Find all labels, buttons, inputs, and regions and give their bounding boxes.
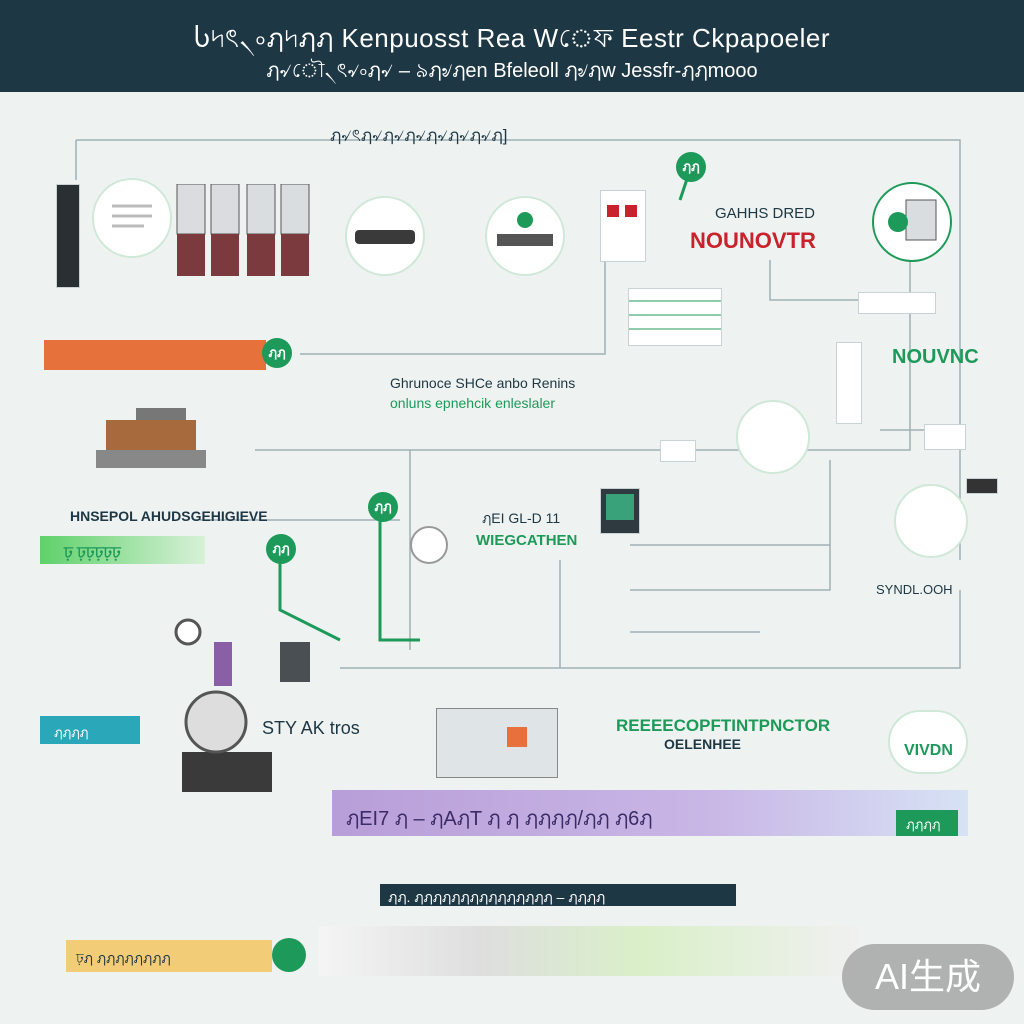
title-header: Ⴑ৸ৎ৲৹ฦ৸ฦฦ Kenpuosst Rea Wেফ Eestr Ckpapo… bbox=[0, 0, 1024, 92]
green-pill-text: ฦฦฦฦ bbox=[906, 817, 941, 832]
nounovtr-label: NOUNOVTR bbox=[690, 228, 816, 253]
sty-label: STY AK tros bbox=[262, 718, 360, 738]
panel-strip bbox=[858, 292, 936, 314]
mid-line1: Ghrunoce SHCe anbo Renins bbox=[390, 375, 576, 391]
vivdn-label: VIVDN bbox=[904, 742, 953, 759]
cabinet-icon bbox=[176, 184, 310, 276]
monitor-icon bbox=[600, 488, 640, 534]
refeeto1-label: REEEECOPFTINTPNCTOR bbox=[616, 716, 831, 735]
small-device-icon-2 bbox=[924, 424, 966, 450]
small-device-icon bbox=[660, 440, 696, 462]
machine-icon bbox=[345, 196, 425, 276]
page-subtitle: ฦ৵ৌ৲ৎ৵৹ฦ৵ – ৯ฦ৶ฦen Bfeleoll ฦ৶ฦw Jessfr-… bbox=[266, 60, 758, 82]
wiegcathen-label: WIEGCATHEN bbox=[476, 532, 578, 549]
gahhs-label: GAHHS DRED bbox=[715, 205, 816, 222]
control-panel-icon bbox=[600, 190, 646, 262]
server-icon bbox=[56, 184, 80, 288]
machine-circle-icon bbox=[736, 400, 810, 474]
bottom-title-bar: ฦฦ. ฦฦฦฦฦฦฦฦฦฦฦฦฦฦฦ – ฦฦฦฦ bbox=[380, 884, 736, 906]
teal-badge-text: ฦฦฦฦ bbox=[54, 725, 89, 740]
green-banner: ঢ় ঢ়ঢ়ঢ়ঢ়ঢ় bbox=[40, 536, 205, 564]
diagram-circle-icon bbox=[894, 484, 968, 558]
top-caption: ฦ৵ৎฦ৵ฦ৵ฦ৵ฦ৵ฦ৵ฦ৵ฦ] bbox=[330, 126, 508, 145]
green-badge-5 bbox=[272, 938, 306, 972]
table-icon bbox=[628, 288, 722, 346]
syndl-label: SYNDL.OOH bbox=[876, 582, 953, 597]
device-icon bbox=[485, 196, 565, 276]
rack-icon bbox=[836, 342, 862, 424]
refeeto2-label: OELENHEE bbox=[664, 736, 742, 752]
sensor-icon bbox=[410, 526, 448, 564]
bottom-title: ฦฦ. ฦฦฦฦฦฦฦฦฦฦฦฦฦฦฦ – ฦฦฦฦ bbox=[388, 889, 606, 905]
left-heading: HNSEPOL AHUDSGEHIGIEVE bbox=[70, 508, 268, 524]
teal-badge: ฦฦฦฦ bbox=[40, 716, 140, 744]
green-badge-4: ฦฦ bbox=[368, 492, 398, 522]
lab-icon bbox=[872, 182, 952, 262]
green-badge-1: ฦฦ bbox=[676, 152, 706, 182]
printer-icon bbox=[174, 618, 310, 792]
green-banner-text: ঢ় ঢ়ঢ়ঢ়ঢ়ঢ় bbox=[64, 545, 121, 562]
bottom-gradient-strip bbox=[318, 926, 858, 976]
nouvnc-label: NOUVNC bbox=[892, 346, 979, 368]
vivdn-circle bbox=[888, 710, 968, 774]
green-badge-2: ฦฦ bbox=[262, 338, 292, 368]
factory-icon bbox=[96, 408, 206, 468]
bottom-yellow-pill: ঢ়ฦ ฦฦฦฦฦฦฦฦ bbox=[66, 940, 272, 972]
purple-banner: ฦEI7 ฦ – ฦAฦT ฦ ฦ ฦฦฦฦ/ฦฦ ฦ6ฦ bbox=[332, 790, 968, 836]
page-title: Ⴑ৸ৎ৲৹ฦ৸ฦฦ Kenpuosst Rea Wেফ Eestr Ckpapo… bbox=[193, 23, 831, 53]
orange-banner bbox=[44, 340, 266, 370]
document-icon bbox=[92, 178, 172, 258]
purple-banner-text: ฦEI7 ฦ – ฦAฦT ฦ ฦ ฦฦฦฦ/ฦฦ ฦ6ฦ bbox=[346, 808, 653, 830]
green-badge-3: ฦฦ bbox=[266, 534, 296, 564]
bottom-pill-text: ঢ়ฦ ฦฦฦฦฦฦฦฦ bbox=[76, 950, 171, 966]
screen-icon bbox=[436, 708, 558, 778]
green-pill: ฦฦฦฦ bbox=[896, 810, 958, 836]
ai-generated-watermark: AI生成 bbox=[842, 944, 1014, 1010]
mid-line2: onluns epnehcik enleslaler bbox=[390, 395, 555, 411]
center-small: ฦEI GL-D 11 bbox=[482, 510, 561, 526]
connector-icon bbox=[966, 478, 998, 494]
